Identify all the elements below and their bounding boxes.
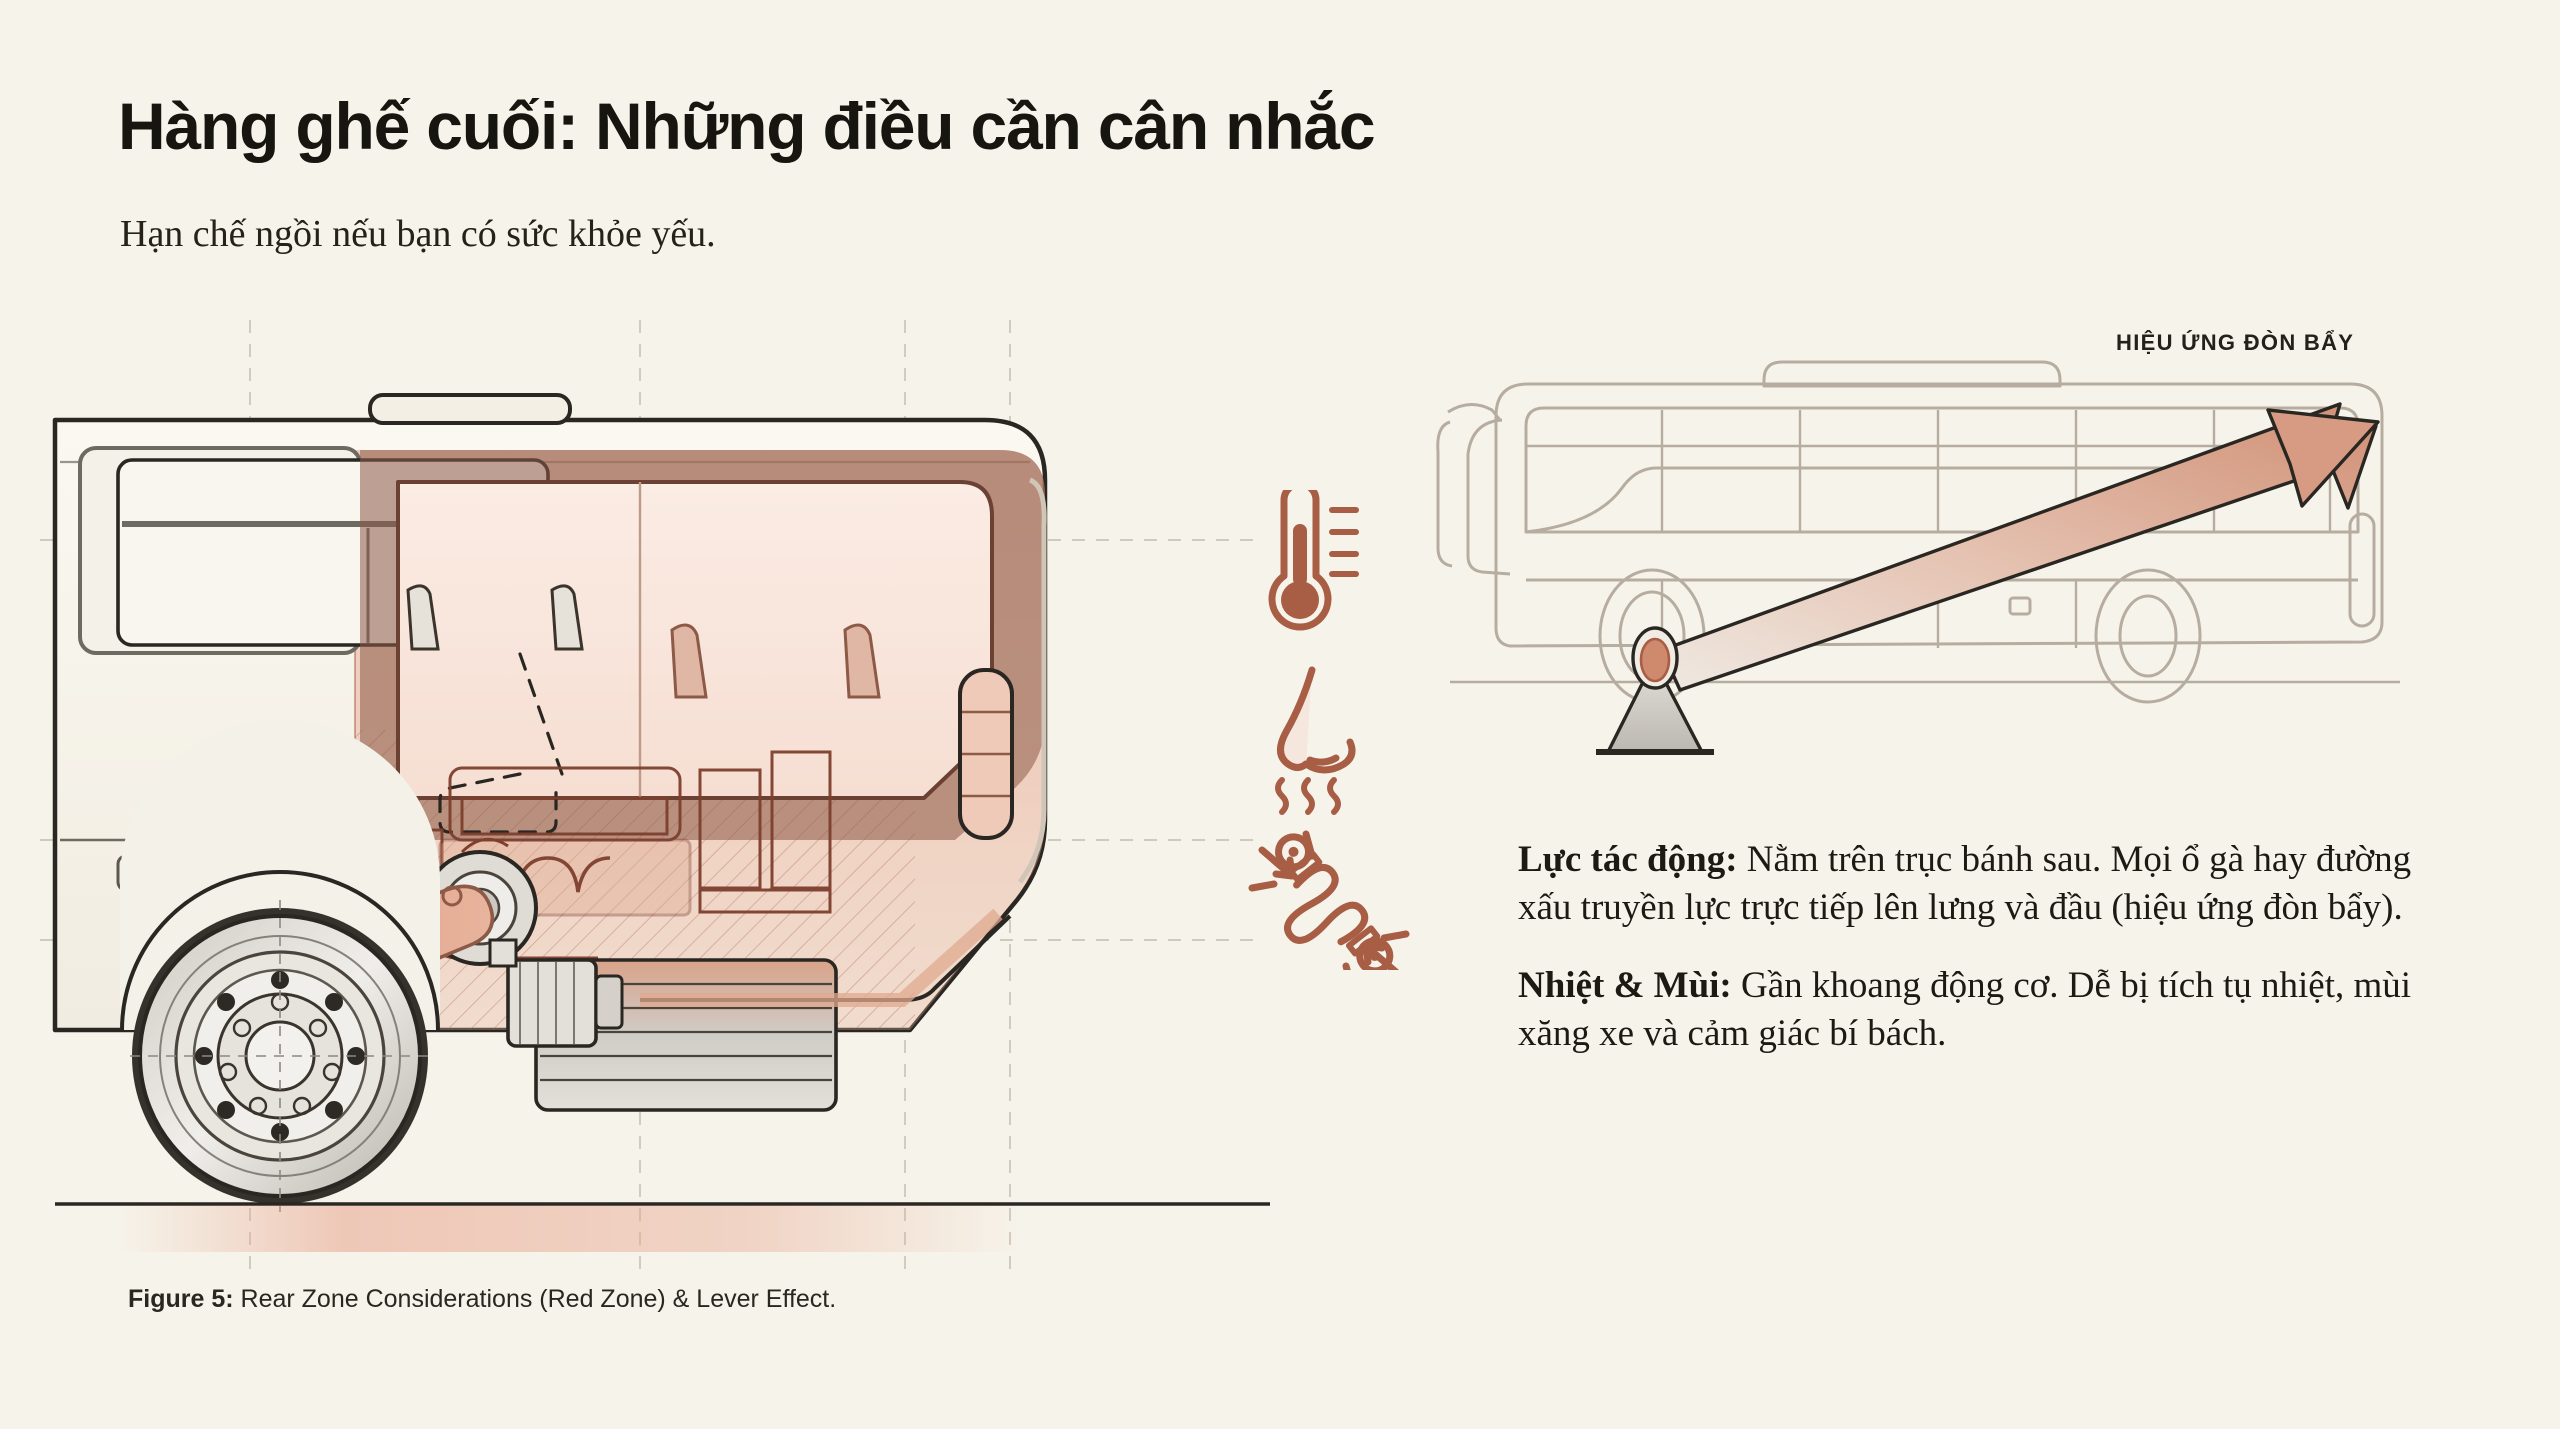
rear-window-red-zone bbox=[360, 450, 1045, 840]
page-title: Hàng ghế cuối: Những điều cần cân nhắc bbox=[118, 89, 1376, 163]
ghost-bus-outline bbox=[1436, 360, 2384, 704]
shock-absorber-icon bbox=[1248, 830, 1410, 970]
lever-arrowhead bbox=[2266, 408, 2380, 508]
effect-icons-column bbox=[1248, 490, 1410, 970]
rear-wheel bbox=[120, 720, 440, 1212]
gearbox-unit bbox=[488, 938, 624, 1048]
thermometer-icon bbox=[1268, 490, 1359, 631]
lever-effect-diagram bbox=[1436, 360, 2400, 755]
note-text: Nằm trên trục bánh sau. Mọi ổ gà hay đườ… bbox=[1518, 839, 2412, 929]
ground-shadow bbox=[120, 1206, 1020, 1252]
rear-corner-pillar bbox=[1017, 477, 1047, 884]
figure-caption: Figure 5: Rear Zone Considerations (Red … bbox=[128, 1285, 836, 1314]
wheel-hub-holes bbox=[218, 992, 342, 1116]
bus-cutaway-diagram bbox=[40, 320, 1270, 1280]
fulcrum-pivot bbox=[1639, 637, 1671, 683]
note-item: Nhiệt & Mùi: Gần khoang động cơ. Dễ bị t… bbox=[1518, 962, 2438, 1058]
notes-block: Lực tác động: Nằm trên trục bánh sau. Mọ… bbox=[1518, 836, 2438, 1088]
page-subtitle: Hạn chế ngồi nếu bạn có sức khỏe yếu. bbox=[120, 213, 716, 255]
tail-light-cluster bbox=[958, 668, 1014, 840]
roof-hatch bbox=[368, 393, 572, 425]
note-text: Gần khoang động cơ. Dễ bị tích tụ nhiệt,… bbox=[1518, 965, 2412, 1055]
figure-caption-label: Figure 5: bbox=[128, 1285, 234, 1313]
lever-effect-label: HIỆU ỨNG ĐÒN BẨY bbox=[2116, 330, 2355, 355]
note-term: Nhiệt & Mùi: bbox=[1518, 965, 1732, 1007]
nose-smell-icon bbox=[1275, 666, 1356, 815]
seat-headrests bbox=[406, 584, 881, 699]
lever-arrow bbox=[1660, 402, 2378, 692]
figure-caption-text: Rear Zone Considerations (Red Zone) & Le… bbox=[233, 1285, 837, 1313]
note-term: Lực tác động: bbox=[1518, 839, 1738, 880]
note-item: Lực tác động: Nằm trên trục bánh sau. Mọ… bbox=[1518, 836, 2438, 932]
fulcrum bbox=[1596, 626, 1714, 755]
